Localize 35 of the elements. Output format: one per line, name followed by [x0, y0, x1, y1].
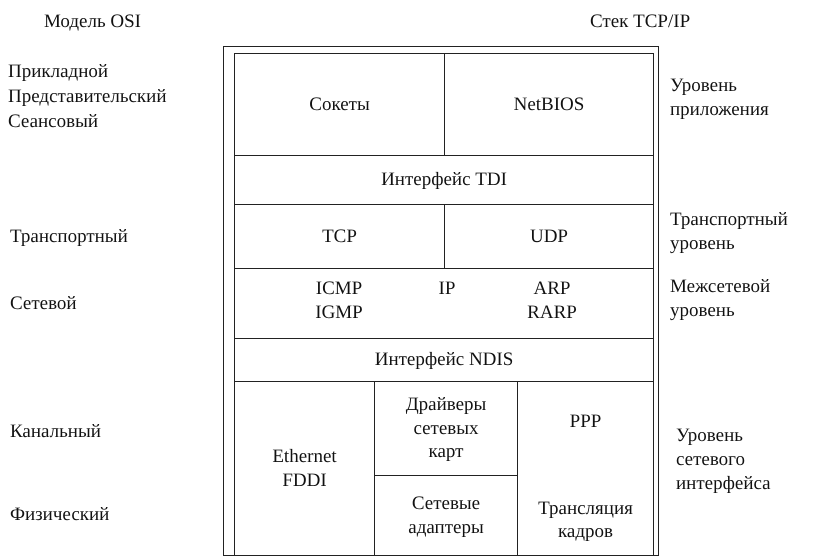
layer-label: Представительский [8, 85, 168, 109]
cell-text: UDP [530, 224, 568, 248]
layer-cell [444, 53, 654, 156]
layer-label: Транспортный уровень [670, 208, 789, 256]
cell-text: Сетевые адаптеры [407, 492, 485, 540]
layer-label: Модель OSI [44, 10, 142, 34]
cell-text: NetBIOS [514, 92, 584, 116]
cell-text: Сокеты [309, 92, 370, 116]
protocol-text: ARP [534, 279, 570, 298]
cell-text: TCP [322, 224, 357, 248]
layer-label: Уровень приложения [670, 74, 770, 122]
layer-label: Стек TCP/IP [590, 10, 692, 34]
layer-label: Транспортный [10, 225, 129, 249]
protocol-text: ICMP [316, 279, 362, 298]
layer-cell [234, 268, 654, 339]
cell-text: Драйверы сетевых карт [404, 392, 488, 464]
layer-label: Уровень сетевого интерфейса [676, 424, 772, 496]
layer-label: Сетевой [10, 292, 78, 316]
layer-label: Межсетевой уровень [670, 275, 772, 322]
protocol-text: RARP [527, 303, 577, 322]
cell-text: PPP [570, 410, 602, 434]
cell-text: Ethernet FDDI [271, 445, 338, 493]
layer-label: Канальный [10, 420, 102, 444]
layer-cell [234, 338, 654, 382]
layer-label: Физический [10, 503, 110, 527]
layer-cell [234, 155, 654, 205]
cell-text: Интерфейс NDIS [374, 348, 514, 372]
layer-cell [234, 53, 445, 156]
layer-label: Сеансовый [8, 110, 100, 134]
layer-label: Прикладной [8, 60, 110, 84]
protocol-text: IP [438, 279, 456, 298]
cell-text: Трансляция кадров [537, 496, 634, 544]
stack-frame [223, 46, 659, 556]
protocol-text: IGMP [315, 303, 363, 322]
cell-text: Интерфейс TDI [381, 168, 507, 192]
